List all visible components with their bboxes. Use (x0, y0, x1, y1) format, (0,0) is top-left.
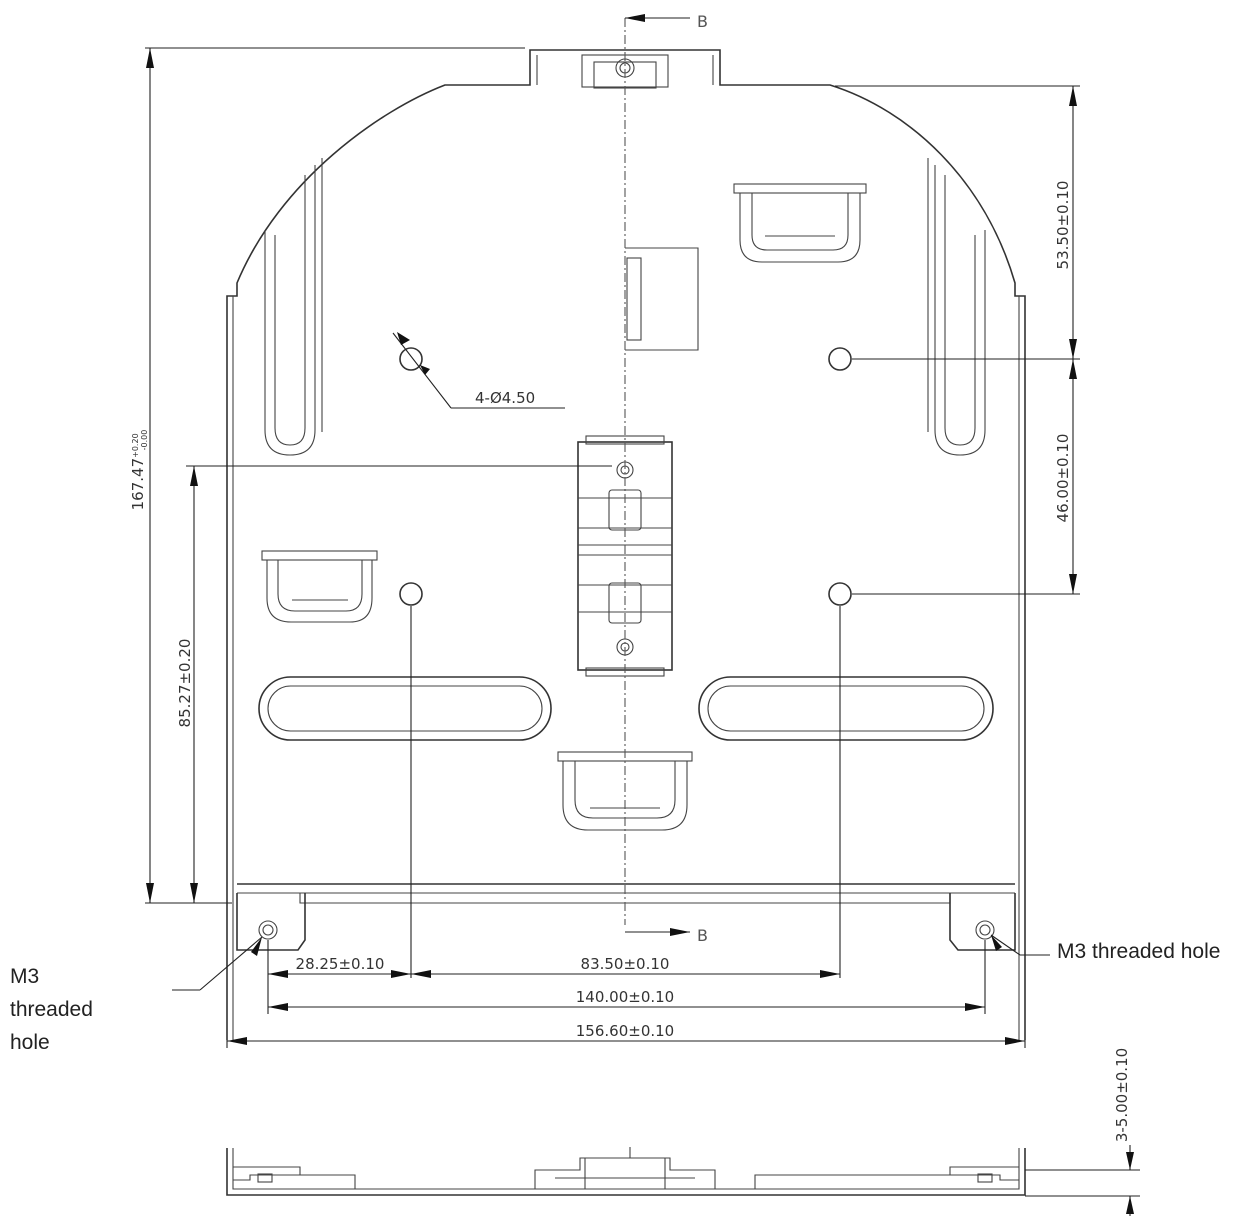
center-upper-tab (625, 247, 699, 351)
section-marker-bottom: B (697, 926, 708, 945)
dim-total-height-lines (145, 47, 525, 904)
dim-total-height-tol-lower: -0.00 (140, 430, 149, 451)
dim-total-height-value: 167.47 (129, 458, 147, 511)
side-ribs (264, 158, 986, 456)
top-right-pocket (733, 183, 867, 263)
m3-leaders (172, 934, 1050, 991)
left-pocket (261, 550, 378, 623)
m3-note-right: M3 threaded hole (1057, 940, 1220, 963)
dim-right-vertical-lines (835, 85, 1080, 595)
dim-horizontal-lines (226, 606, 1026, 1048)
dim-total-height-tol-upper: +0.20 (131, 433, 140, 458)
dim-hole-spacing: 83.50±0.10 (581, 955, 670, 973)
dim-left-offset: 28.25±0.10 (296, 955, 385, 973)
dim-thread-spacing: 140.00±0.10 (576, 988, 674, 1006)
dim-total-width: 156.60±0.10 (576, 1022, 674, 1040)
dim-vert-upper: 53.50±0.10 (1054, 181, 1072, 270)
section-marker-top: B (697, 12, 708, 31)
hole-callout: 4-Ø4.50 (475, 389, 535, 407)
dim-total-height: 167.47+0.20-0.00 (129, 430, 149, 511)
mounting-holes (399, 347, 852, 606)
m3-note-left-line-2: threaded (10, 998, 93, 1021)
m3-note-left-line-1: M3 (10, 965, 39, 988)
m3-note-left: M3 threaded hole (10, 965, 99, 1054)
m3-note-left-line-3: hole (10, 1031, 50, 1054)
dim-thickness: 3-5.00±0.10 (1113, 1048, 1131, 1142)
slots (258, 676, 994, 741)
dim-thickness-lines (1025, 1145, 1140, 1216)
side-view (226, 1147, 1026, 1196)
hole-callout-leader (392, 332, 565, 409)
dim-height-lower: 85.27±0.20 (176, 639, 194, 728)
dim-height-lower-lines (186, 465, 612, 903)
dim-vert-middle: 46.00±0.10 (1054, 434, 1072, 523)
section-line (624, 14, 690, 936)
